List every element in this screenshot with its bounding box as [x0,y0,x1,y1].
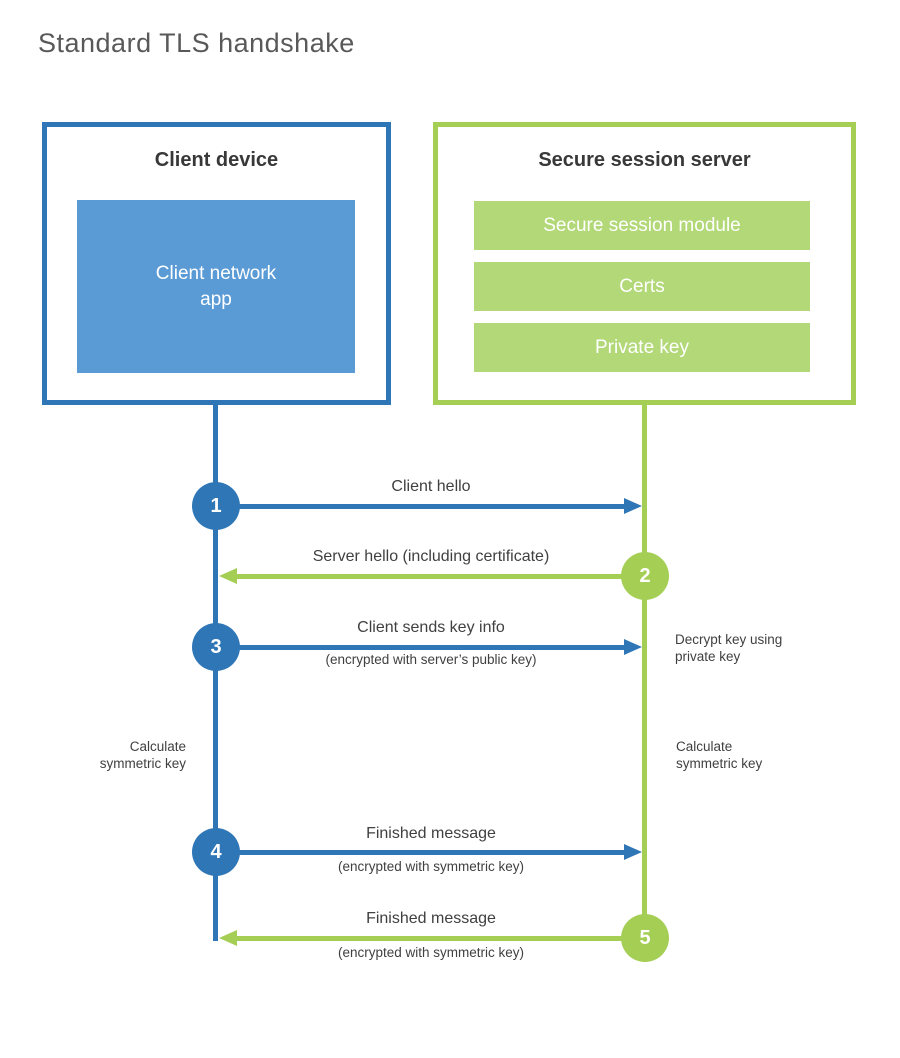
message-5-sublabel: (encrypted with symmetric key) [337,945,525,960]
private-key-module-label: Private key [595,336,689,358]
message-3-label: Client sends key info [357,619,505,636]
client-calculate-note: Calculate symmetric key [99,739,186,771]
message-3-sublabel: (encrypted with server’s public key) [325,652,537,667]
step-4-badge: 4 [192,828,240,876]
client-network-app-module: Client network app [77,200,355,373]
server-calculate-note: Calculate symmetric key [676,739,763,771]
step-4-number: 4 [210,840,222,863]
step-5-badge: 5 [621,914,669,962]
private-key-module: Private key [474,323,810,372]
step-2-number: 2 [639,564,651,587]
arrow-2-head [219,568,237,584]
certs-module-label: Certs [619,275,665,297]
client-lifeline [213,405,218,941]
client-network-app-label: Client network app [155,262,277,310]
arrow-2-bar [237,574,645,579]
secure-session-module-label: Secure session module [543,214,741,236]
arrow-5-bar [237,936,645,941]
decrypt-key-note: Decrypt key using private key [675,632,783,664]
message-1-label: Client hello [391,478,471,495]
client-device-heading: Client device [154,149,279,171]
step-1-badge: 1 [192,482,240,530]
arrow-3-head [624,639,642,655]
secure-session-module: Secure session module [474,201,810,250]
step-2-badge: 2 [621,552,669,600]
arrow-1-head [624,498,642,514]
arrow-4-head [624,844,642,860]
diagram-title: Standard TLS handshake [38,28,355,58]
step-3-number: 3 [210,635,222,658]
step-5-number: 5 [639,926,651,949]
step-3-badge: 3 [192,623,240,671]
certs-module: Certs [474,262,810,311]
arrow-4-bar [216,850,624,855]
server-lifeline [642,405,647,938]
message-5-label: Finished message [366,910,496,927]
message-4-sublabel: (encrypted with symmetric key) [337,859,525,874]
arrow-5-head [219,930,237,946]
message-2-label: Server hello (including certificate) [312,548,550,565]
arrow-1-bar [216,504,624,509]
secure-session-server-heading: Secure session server [538,149,751,171]
arrow-3-bar [216,645,624,650]
message-4-label: Finished message [366,825,496,842]
step-1-number: 1 [210,494,222,517]
